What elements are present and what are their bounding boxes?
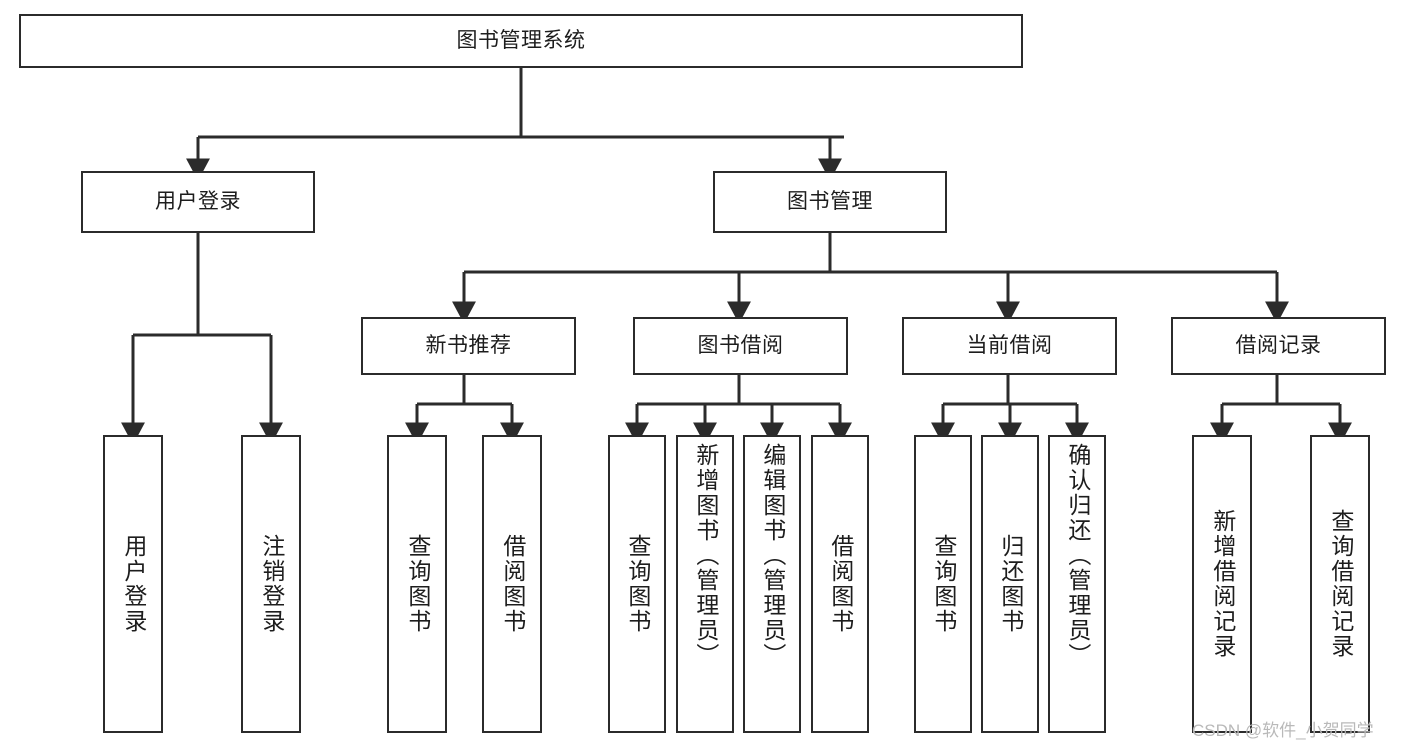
node-leaf-add-record-label: 新增借阅记录 xyxy=(1209,509,1236,659)
node-leaf-add-book[interactable]: 新增图书（管理员） xyxy=(676,435,734,733)
node-borrow-record-label: 借阅记录 xyxy=(1235,334,1322,358)
node-leaf-query-book-2[interactable]: 查询图书 xyxy=(608,435,666,733)
node-leaf-edit-book-label: 编辑图书（管理员） xyxy=(759,443,786,668)
node-leaf-borrow-book-1[interactable]: 借阅图书 xyxy=(482,435,542,733)
node-leaf-borrow-book-2[interactable]: 借阅图书 xyxy=(811,435,869,733)
node-leaf-query-book-1[interactable]: 查询图书 xyxy=(387,435,447,733)
node-book-borrow[interactable]: 图书借阅 xyxy=(633,317,848,375)
node-leaf-borrow-book-1-label: 借阅图书 xyxy=(499,534,526,634)
node-leaf-query-record[interactable]: 查询借阅记录 xyxy=(1310,435,1370,733)
node-leaf-add-record[interactable]: 新增借阅记录 xyxy=(1192,435,1252,733)
node-user-login-label: 用户登录 xyxy=(155,190,241,214)
node-new-book-rec-label: 新书推荐 xyxy=(425,334,512,358)
node-leaf-user-login-label: 用户登录 xyxy=(120,534,147,634)
node-user-login[interactable]: 用户登录 xyxy=(81,171,315,233)
node-root-label: 图书管理系统 xyxy=(456,29,586,53)
node-book-borrow-label: 图书借阅 xyxy=(697,334,784,358)
node-leaf-query-book-3-label: 查询图书 xyxy=(930,534,957,634)
node-root[interactable]: 图书管理系统 xyxy=(19,14,1023,68)
node-leaf-query-book-2-label: 查询图书 xyxy=(624,534,651,634)
node-current-borrow[interactable]: 当前借阅 xyxy=(902,317,1117,375)
node-leaf-query-record-label: 查询借阅记录 xyxy=(1327,509,1354,659)
node-current-borrow-label: 当前借阅 xyxy=(966,334,1053,358)
node-leaf-query-book-3[interactable]: 查询图书 xyxy=(914,435,972,733)
node-leaf-logout-label: 注销登录 xyxy=(258,534,285,634)
node-leaf-return-book[interactable]: 归还图书 xyxy=(981,435,1039,733)
node-book-manage-label: 图书管理 xyxy=(787,190,873,214)
node-leaf-edit-book[interactable]: 编辑图书（管理员） xyxy=(743,435,801,733)
node-leaf-borrow-book-2-label: 借阅图书 xyxy=(827,534,854,634)
node-borrow-record[interactable]: 借阅记录 xyxy=(1171,317,1386,375)
node-leaf-logout[interactable]: 注销登录 xyxy=(241,435,301,733)
node-leaf-add-book-label: 新增图书（管理员） xyxy=(692,443,719,668)
node-leaf-user-login[interactable]: 用户登录 xyxy=(103,435,163,733)
node-book-manage[interactable]: 图书管理 xyxy=(713,171,947,233)
node-leaf-return-book-label: 归还图书 xyxy=(997,534,1024,634)
node-new-book-rec[interactable]: 新书推荐 xyxy=(361,317,576,375)
node-leaf-query-book-1-label: 查询图书 xyxy=(404,534,431,634)
node-leaf-confirm-return-label: 确认归还（管理员） xyxy=(1064,443,1091,668)
node-leaf-confirm-return[interactable]: 确认归还（管理员） xyxy=(1048,435,1106,733)
